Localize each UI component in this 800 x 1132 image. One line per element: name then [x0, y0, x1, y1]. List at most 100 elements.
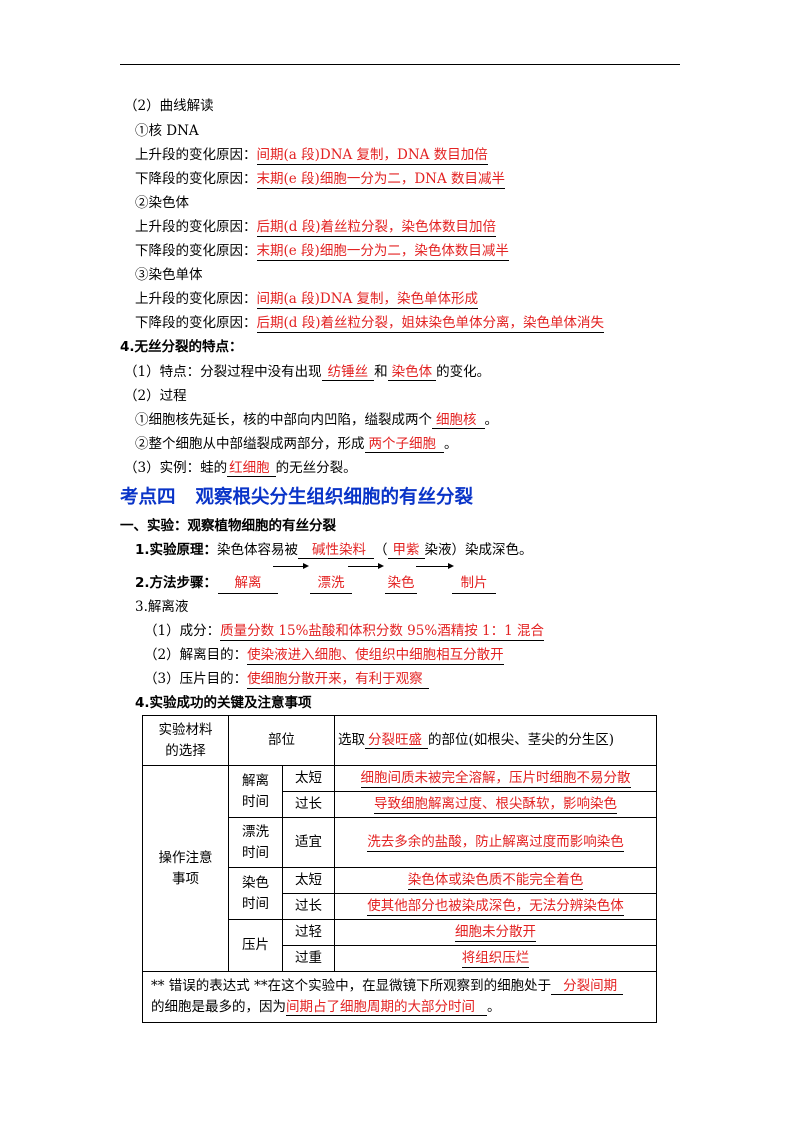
answer: 末期(e 段)细胞一分为二，DNA 数目减半 [256, 171, 505, 189]
text: （1）成分： [144, 623, 221, 639]
rise-label: 上升段的变化原因： [135, 147, 257, 163]
press-label: 压片 [228, 919, 283, 972]
proper: 适宜 [282, 817, 335, 868]
solution-title: 3.解离液 [135, 599, 189, 615]
material-label: 实验材料的选择 [142, 715, 229, 766]
kaodian-title: 观察根尖分生组织细胞的有丝分裂 [195, 487, 474, 508]
principle-label: 1.实验原理： [135, 542, 218, 558]
answer: 细胞未分散开 [455, 924, 536, 942]
kaodian-label: 考点四 [120, 487, 176, 508]
answer-cell: 导致细胞解离过度、根尖酥软，影响染色 [334, 791, 657, 818]
fall-label: 下降段的变化原因： [135, 171, 257, 187]
amitosis-process: （2）过程 [124, 388, 187, 404]
answer: 细胞间质未被完全溶解，压片时细胞不易分散 [360, 770, 631, 788]
step-slide: 制片 [452, 573, 496, 594]
purpose-row: （2）解离目的：使染液进入细胞、使组织中细胞相互分散开 [144, 645, 504, 665]
answer: 使染液进入细胞、使组织中细胞相互分散开 [247, 647, 504, 665]
chrom-heading: ②染色体 [135, 195, 189, 211]
answer: 后期(d 段)着丝粒分裂，染色体数目加倍 [256, 219, 496, 237]
amitosis-title: 4.无丝分裂的特点： [120, 339, 243, 355]
text: ①细胞核先延长，核的中部向内凹陷，缢裂成两个 [135, 412, 432, 428]
dna-fall-row: 下降段的变化原因：末期(e 段)细胞一分为二，DNA 数目减半 [135, 169, 505, 189]
section-title: （2）曲线解读 [124, 98, 214, 114]
chrom-rise-row: 上升段的变化原因：后期(d 段)着丝粒分裂，染色体数目加倍 [135, 217, 496, 237]
too-heavy: 过重 [282, 945, 335, 972]
table-row: 过长 使其他部分也被染成深色，无法分辨染色体 [143, 893, 657, 920]
answer: 两个子细胞 [364, 436, 444, 453]
answer: 质量分数 15%盐酸和体积分数 95%酒精按 1：1 混合 [220, 623, 544, 641]
stain-time: 染色时间 [228, 867, 283, 920]
answer: 分裂旺盛 [365, 732, 428, 749]
part-label: 部位 [228, 715, 335, 766]
amitosis-example: （3）实例：蛙的红细胞的无丝分裂。 [124, 458, 357, 478]
keys-title: 4.实验成功的关键及注意事项 [135, 695, 312, 711]
arrow-icon [348, 563, 384, 569]
answer-cell: 洗去多余的盐酸，防止解离过度而影响染色 [334, 817, 657, 868]
text: 的变化。 [436, 364, 491, 380]
notes-table: 实验材料的选择 部位 选取分裂旺盛的部位(如根尖、茎尖的分生区) 操作注意事项 … [142, 715, 657, 1023]
text: 。 [444, 436, 458, 452]
answer: 使细胞分散开来，有利于观察 [247, 671, 429, 689]
answer: 红细胞 [227, 460, 276, 477]
rise-label: 上升段的变化原因： [135, 219, 257, 235]
text: 。 [487, 999, 501, 1015]
chromatid-rise-row: 上升段的变化原因：间期(a 段)DNA 复制，染色单体形成 [135, 289, 479, 309]
text: 的部位(如根尖、茎尖的分生区) [428, 732, 615, 748]
note-cell: ** 错误的表达式 **在这个实验中，在显微镜下所观察到的细胞处于分裂间期 的细… [142, 971, 657, 1023]
text: 染液）染成深色。 [424, 542, 533, 558]
process-step-2: ②整个细胞从中部缢裂成两部分，形成两个子细胞。 [135, 434, 458, 454]
answer-cell: 使其他部分也被染成深色，无法分辨染色体 [334, 893, 657, 920]
header-rule [120, 64, 680, 65]
chromatid-heading: ③染色单体 [135, 267, 203, 283]
arrow-icon [273, 563, 309, 569]
text: 的无丝分裂。 [275, 460, 357, 476]
table-row: 压片 过轻 细胞未分散开 [143, 919, 657, 972]
dna-rise-row: 上升段的变化原因：间期(a 段)DNA 复制，DNA 数目加倍 [135, 145, 488, 165]
too-short: 太短 [282, 765, 335, 792]
too-long: 过长 [282, 791, 335, 818]
answer: 将组织压烂 [461, 950, 530, 968]
steps-label: 2.方法步骤： [135, 575, 218, 591]
step-rinse: 漂洗 [310, 573, 352, 594]
table-row: 操作注意事项 解离时间 太短 细胞间质未被完全溶解，压片时细胞不易分散 [142, 765, 657, 972]
answer: 分裂间期 [551, 978, 624, 995]
part-cell: 选取分裂旺盛的部位(如根尖、茎尖的分生区) [334, 715, 657, 766]
table-row: ** 错误的表达式 **在这个实验中，在显微镜下所观察到的细胞处于分裂间期 的细… [142, 971, 657, 1023]
answer: 末期(e 段)细胞一分为二，染色体数目减半 [256, 243, 509, 261]
answer-cell: 染色体或染色质不能完全着色 [334, 867, 657, 894]
dna-heading: ①核 DNA [135, 123, 199, 139]
text: （3）实例：蛙的 [124, 460, 228, 476]
text: （ [374, 542, 388, 558]
amitosis-feature: （1）特点：分裂过程中没有出现纺锤丝和染色体的变化。 [124, 362, 490, 382]
table-row: 漂洗时间 适宜 洗去多余的盐酸，防止解离过度而影响染色 [143, 817, 657, 868]
fall-label: 下降段的变化原因： [135, 243, 257, 259]
table-row: 染色时间 太短 染色体或染色质不能完全着色 [143, 867, 657, 920]
text: ②整个细胞从中部缢裂成两部分，形成 [135, 436, 365, 452]
step-dissociation: 解离 [218, 573, 278, 594]
press-row: （3）压片目的：使细胞分散开来，有利于观察 [144, 669, 429, 689]
answer-cell: 细胞间质未被完全溶解，压片时细胞不易分散 [334, 765, 657, 792]
too-short: 太短 [282, 867, 335, 894]
text: 的细胞是最多的，因为 [151, 999, 286, 1015]
answer: 碱性染料 [298, 542, 375, 559]
too-long: 过长 [282, 893, 335, 920]
answer: 纺锤丝 [321, 364, 375, 381]
composition-row: （1）成分：质量分数 15%盐酸和体积分数 95%酒精按 1：1 混合 [144, 621, 544, 641]
table-row: 实验材料的选择 部位 选取分裂旺盛的部位(如根尖、茎尖的分生区) [142, 715, 657, 766]
chrom-fall-row: 下降段的变化原因：末期(e 段)细胞一分为二，染色体数目减半 [135, 241, 509, 261]
too-light: 过轻 [282, 919, 335, 946]
answer: 后期(d 段)着丝粒分裂，姐妹染色单体分离，染色单体消失 [256, 315, 604, 333]
text: 染色体容易被 [217, 542, 299, 558]
text: 选取 [338, 732, 365, 748]
answer: 间期(a 段)DNA 复制，DNA 数目加倍 [256, 147, 488, 165]
answer: 间期占了细胞周期的大部分时间 [286, 999, 487, 1016]
answer: 间期(a 段)DNA 复制，染色单体形成 [256, 291, 479, 309]
text: （3）压片目的： [144, 671, 248, 687]
text: 。 [484, 412, 499, 428]
rise-label: 上升段的变化原因： [135, 291, 257, 307]
process-step-1: ①细胞核先延长，核的中部向内凹陷，缢裂成两个细胞核。 [135, 410, 498, 430]
ops-label: 操作注意事项 [142, 765, 229, 972]
answer-cell: 将组织压烂 [334, 945, 657, 972]
answer: 甲紫 [387, 542, 425, 559]
answer: 染色体或染色质不能完全着色 [407, 872, 584, 890]
